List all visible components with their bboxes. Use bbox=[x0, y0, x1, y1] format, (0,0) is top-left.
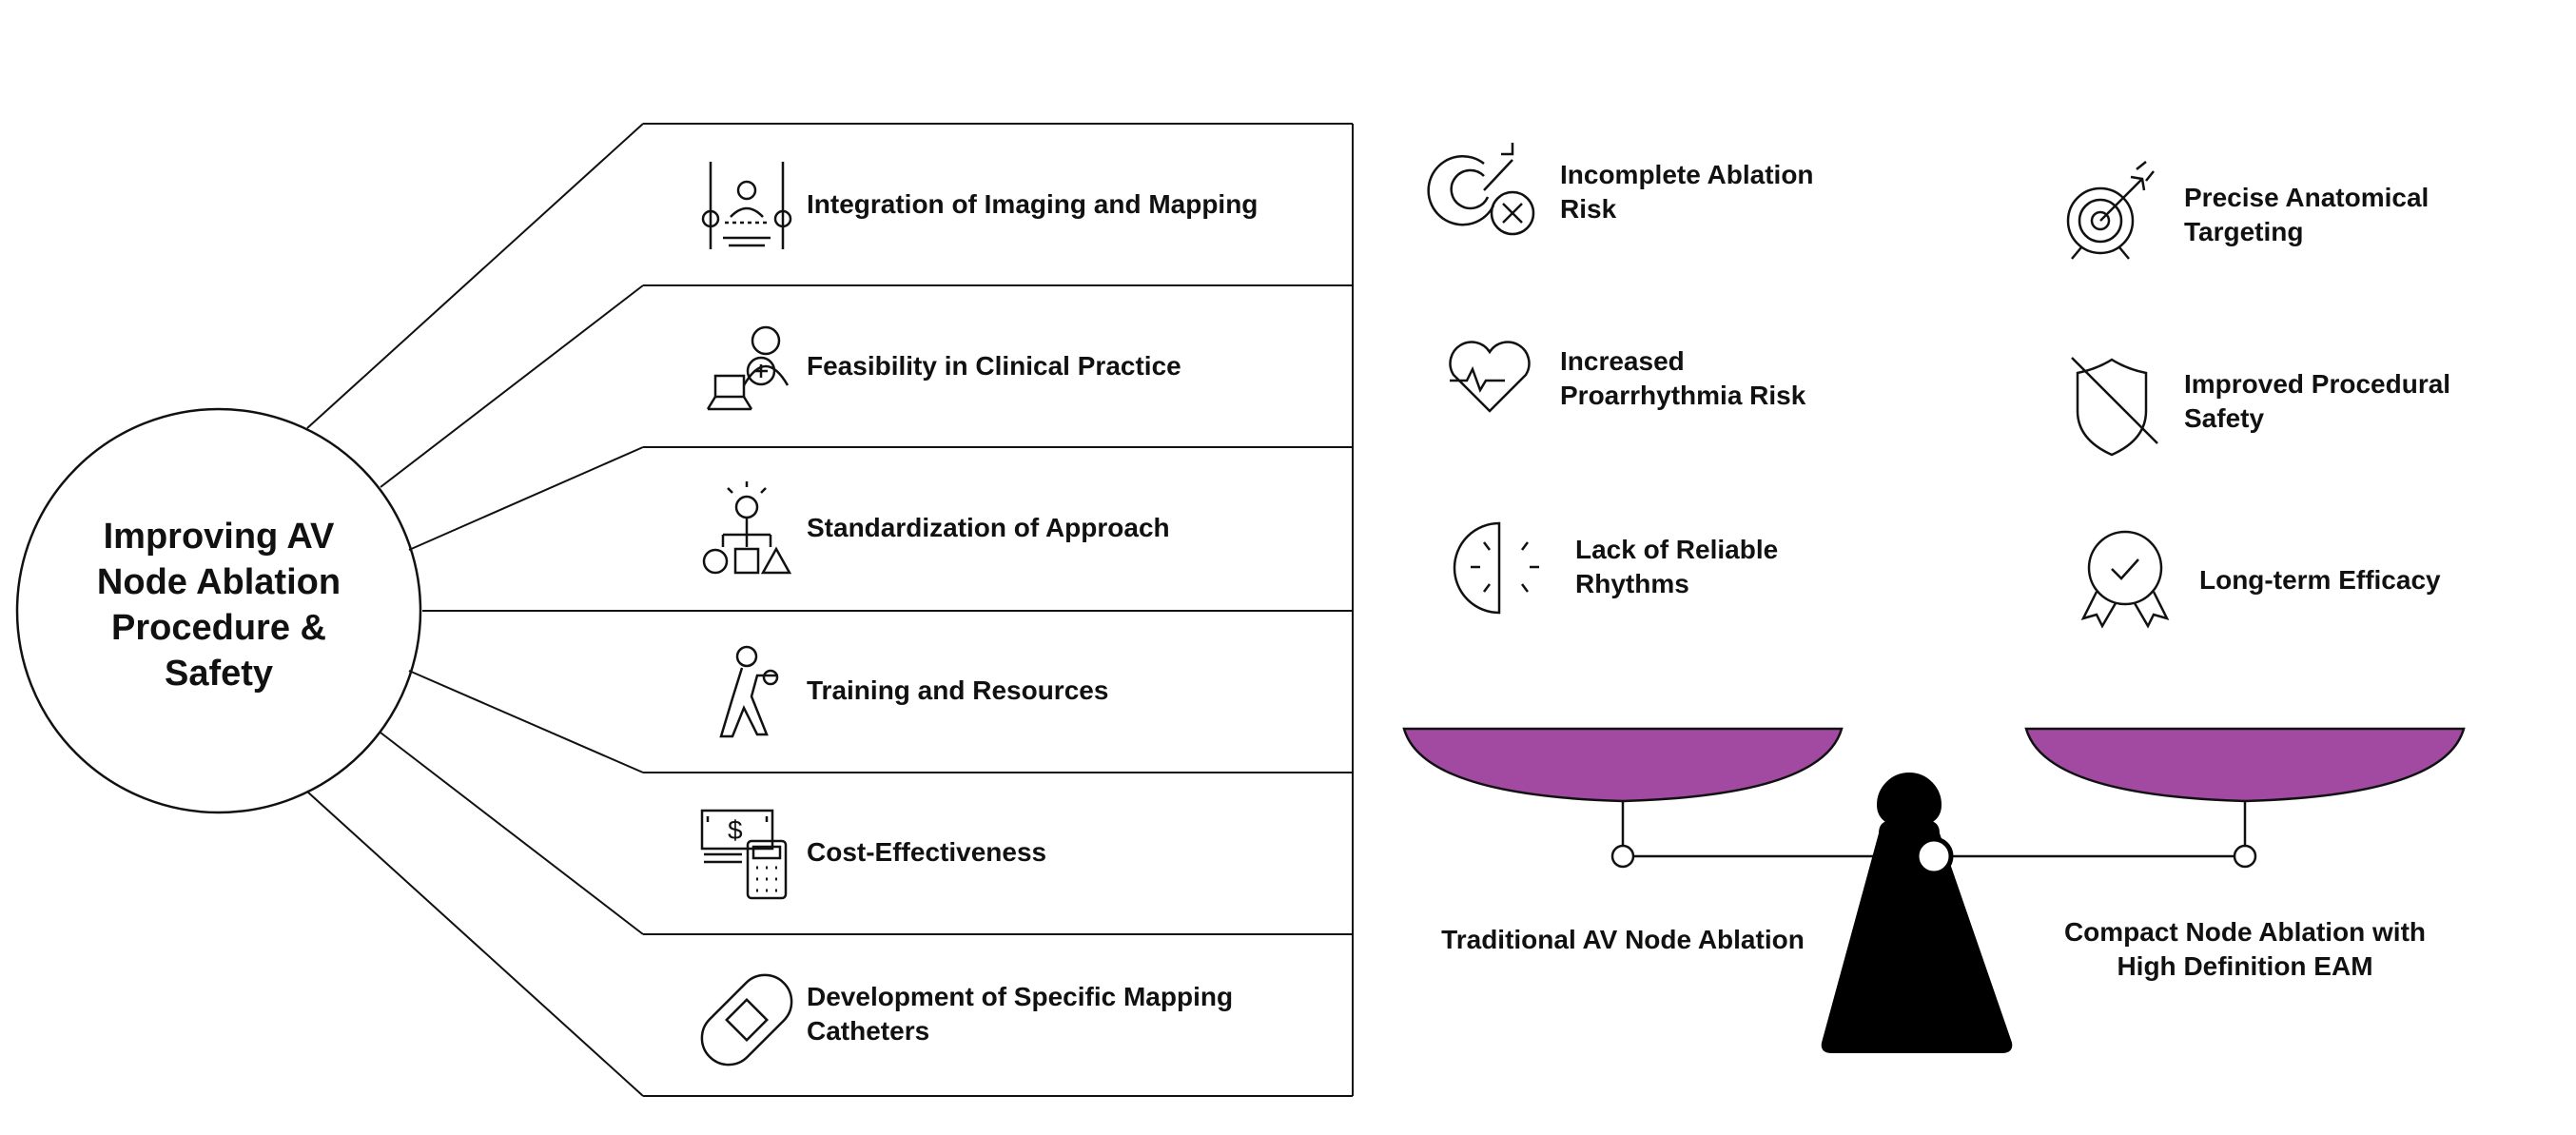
left-item-proarrhythmia: Increased Proarrhythmia Risk bbox=[1560, 346, 1806, 410]
money-calculator-icon: $ bbox=[700, 809, 788, 900]
right-item-long-term-efficacy: Long-term Efficacy bbox=[2199, 565, 2441, 595]
right-item-anatomical-targeting: Precise Anatomical Targeting bbox=[2184, 183, 2430, 246]
heart-pulse-icon bbox=[1449, 341, 1531, 413]
catheter-patch-icon bbox=[700, 973, 793, 1067]
award-badge-icon bbox=[2080, 530, 2170, 629]
improvement-label-standardization: Standardization of Approach bbox=[807, 513, 1170, 542]
half-clock-icon bbox=[1453, 521, 1539, 615]
clinician-laptop-icon bbox=[706, 325, 790, 411]
lightbulb-shapes-icon bbox=[702, 481, 792, 575]
hub-title: Improving AV Node Ablation Procedure & S… bbox=[96, 517, 342, 694]
right-pan bbox=[2024, 727, 2466, 803]
target-miss-icon bbox=[1427, 143, 1535, 236]
left-side-title: Traditional AV Node Ablation bbox=[1441, 925, 1805, 954]
balance-scale bbox=[1402, 727, 2466, 1053]
left-item-reliable-rhythms: Lack of Reliable Rhythms bbox=[1575, 535, 1779, 598]
improvement-label-feasibility: Feasibility in Clinical Practice bbox=[807, 351, 1181, 381]
hub-connectors bbox=[306, 123, 644, 1097]
improvement-label-catheters: Development of Specific Mapping Catheter… bbox=[807, 982, 1234, 1046]
target-arrow-icon bbox=[2066, 161, 2155, 260]
right-side-title: Compact Node Ablation with High Definiti… bbox=[2063, 917, 2427, 981]
shield-slash-icon bbox=[2071, 357, 2158, 457]
left-item-incomplete-ablation: Incomplete Ablation Risk bbox=[1560, 160, 1814, 224]
improvement-label-cost: Cost-Effectiveness bbox=[807, 837, 1047, 867]
svg-text:$: $ bbox=[728, 815, 743, 845]
training-person-icon bbox=[719, 645, 779, 738]
left-pan bbox=[1402, 727, 1844, 803]
improvement-label-imaging: Integration of Imaging and Mapping bbox=[807, 189, 1259, 219]
hub-circle bbox=[15, 407, 422, 814]
right-item-procedural-safety: Improved Procedural Safety bbox=[2184, 369, 2451, 433]
improvement-rows bbox=[643, 123, 1354, 1097]
imaging-mapping-icon bbox=[701, 162, 792, 249]
scale-base bbox=[1821, 773, 2013, 1053]
improvement-label-training: Training and Resources bbox=[807, 675, 1109, 705]
